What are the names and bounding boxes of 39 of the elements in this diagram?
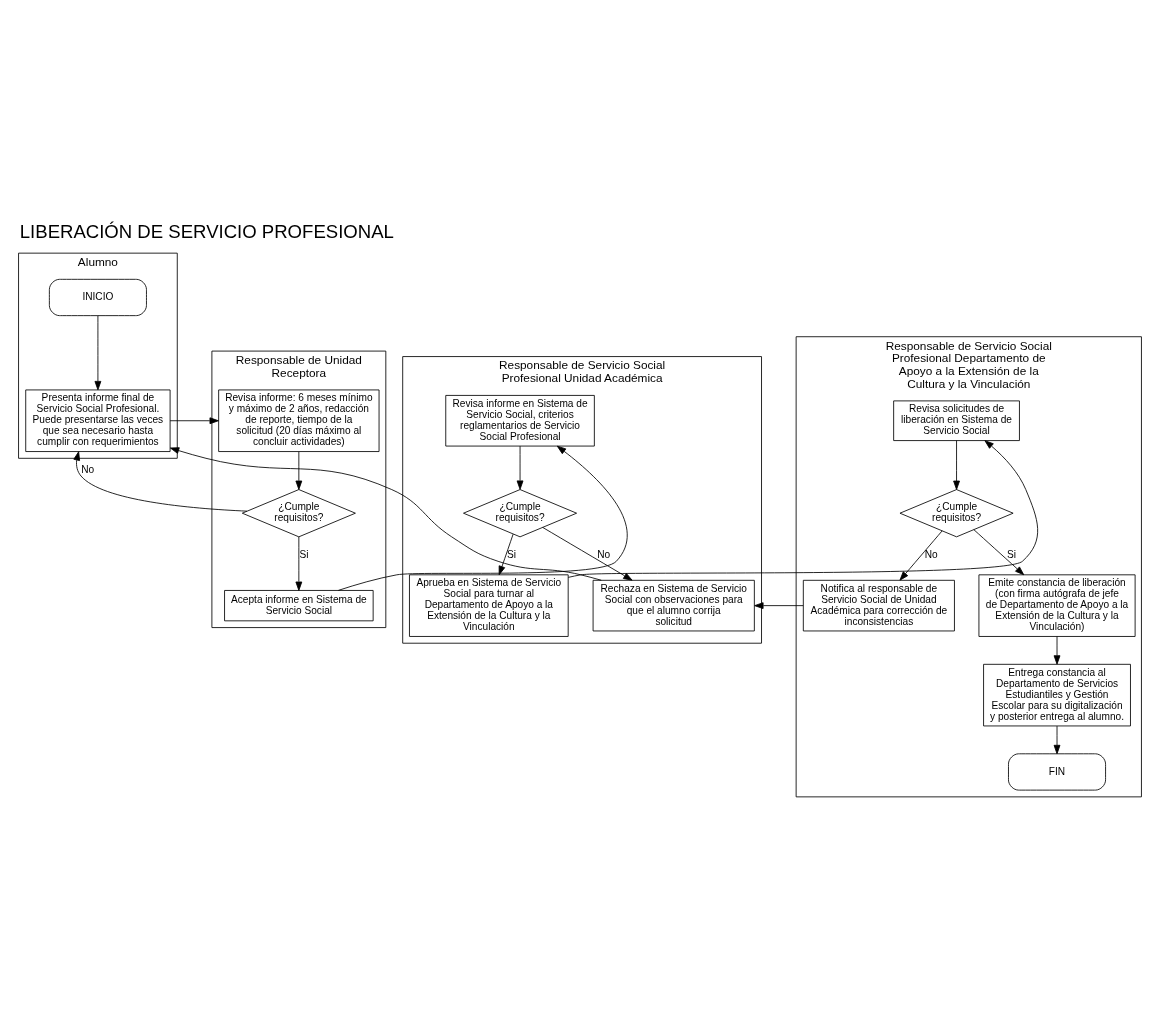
- arrow: [295, 536, 303, 591]
- node-box: Emite constancia de liberación (con firma autógrafa de jefe de Departamento de Apoyo a la Extensión de la Cultura y la Vinculación): [978, 574, 1136, 637]
- node-box: Presenta informe final de Servicio Social Profesional. Puede presentarse las veces que sea necesario hasta cumplir con requerimientos: [25, 389, 171, 452]
- arrow: [169, 417, 219, 425]
- edge-label: Si: [507, 549, 517, 561]
- node-box: Revisa informe: 6 meses mínimo y máximo de 2 años, redacción de reporte, tiempo de la solicitud (20 días máximo al concluir actividades): [218, 389, 380, 452]
- arrow: [1053, 725, 1061, 755]
- arrow: [516, 445, 524, 490]
- arrow: [973, 529, 1025, 576]
- node-box: Acepta informe en Sistema de Servicio Social: [224, 590, 374, 622]
- node-diamond: ¿Cumple requisitos?: [899, 489, 1014, 538]
- node-box: Revisa solicitudes de liberación en Sistema de Servicio Social: [893, 400, 1020, 441]
- arrow: [953, 440, 960, 490]
- node-box: Aprueba en Sistema de Servicio Social para turnar al Departamento de Apoyo a la Extensión de la Cultura y la Vinculación: [409, 574, 569, 637]
- arrow: [295, 451, 303, 490]
- edge-label: Si: [299, 549, 309, 561]
- arrow: [73, 451, 248, 512]
- edge-label: No: [597, 549, 611, 561]
- edge-label: Si: [1006, 549, 1016, 561]
- arrow: [498, 533, 514, 576]
- node-box: Entrega constancia al Departamento de Servicios Estudiantiles y Gestión Escolar para su digitalización y posterior entrega al alumno.: [983, 663, 1131, 727]
- arrow: [754, 602, 804, 609]
- arrow: [337, 445, 628, 591]
- diagram-title: LIBERACIÓN DE SERVICIO PROFESIONAL: [19, 220, 394, 242]
- arrow: [567, 440, 1039, 578]
- arrow: [899, 530, 943, 581]
- node-box: FIN: [1008, 753, 1106, 791]
- node-diamond: ¿Cumple requisitos?: [463, 489, 578, 538]
- node-box: INICIO: [48, 278, 147, 317]
- arrow: [542, 527, 633, 581]
- node-box: Notifica al responsable de Servicio Social de Unidad Académica para corrección de inconsistencias: [802, 579, 955, 632]
- edge-label: No: [924, 549, 938, 561]
- arrow: [1053, 636, 1061, 665]
- node-box: Revisa informe en Sistema de Servicio Social, criterios reglamentarios de Servicio Social Profesional: [445, 395, 595, 447]
- arrow: [94, 315, 102, 391]
- edge-label: No: [81, 464, 95, 476]
- node-diamond: ¿Cumple requisitos?: [241, 489, 356, 538]
- arrow: [169, 447, 602, 581]
- node-box: Rechaza en Sistema de Servicio Social con observaciones para que el alumno corrija solicitud: [592, 579, 755, 632]
